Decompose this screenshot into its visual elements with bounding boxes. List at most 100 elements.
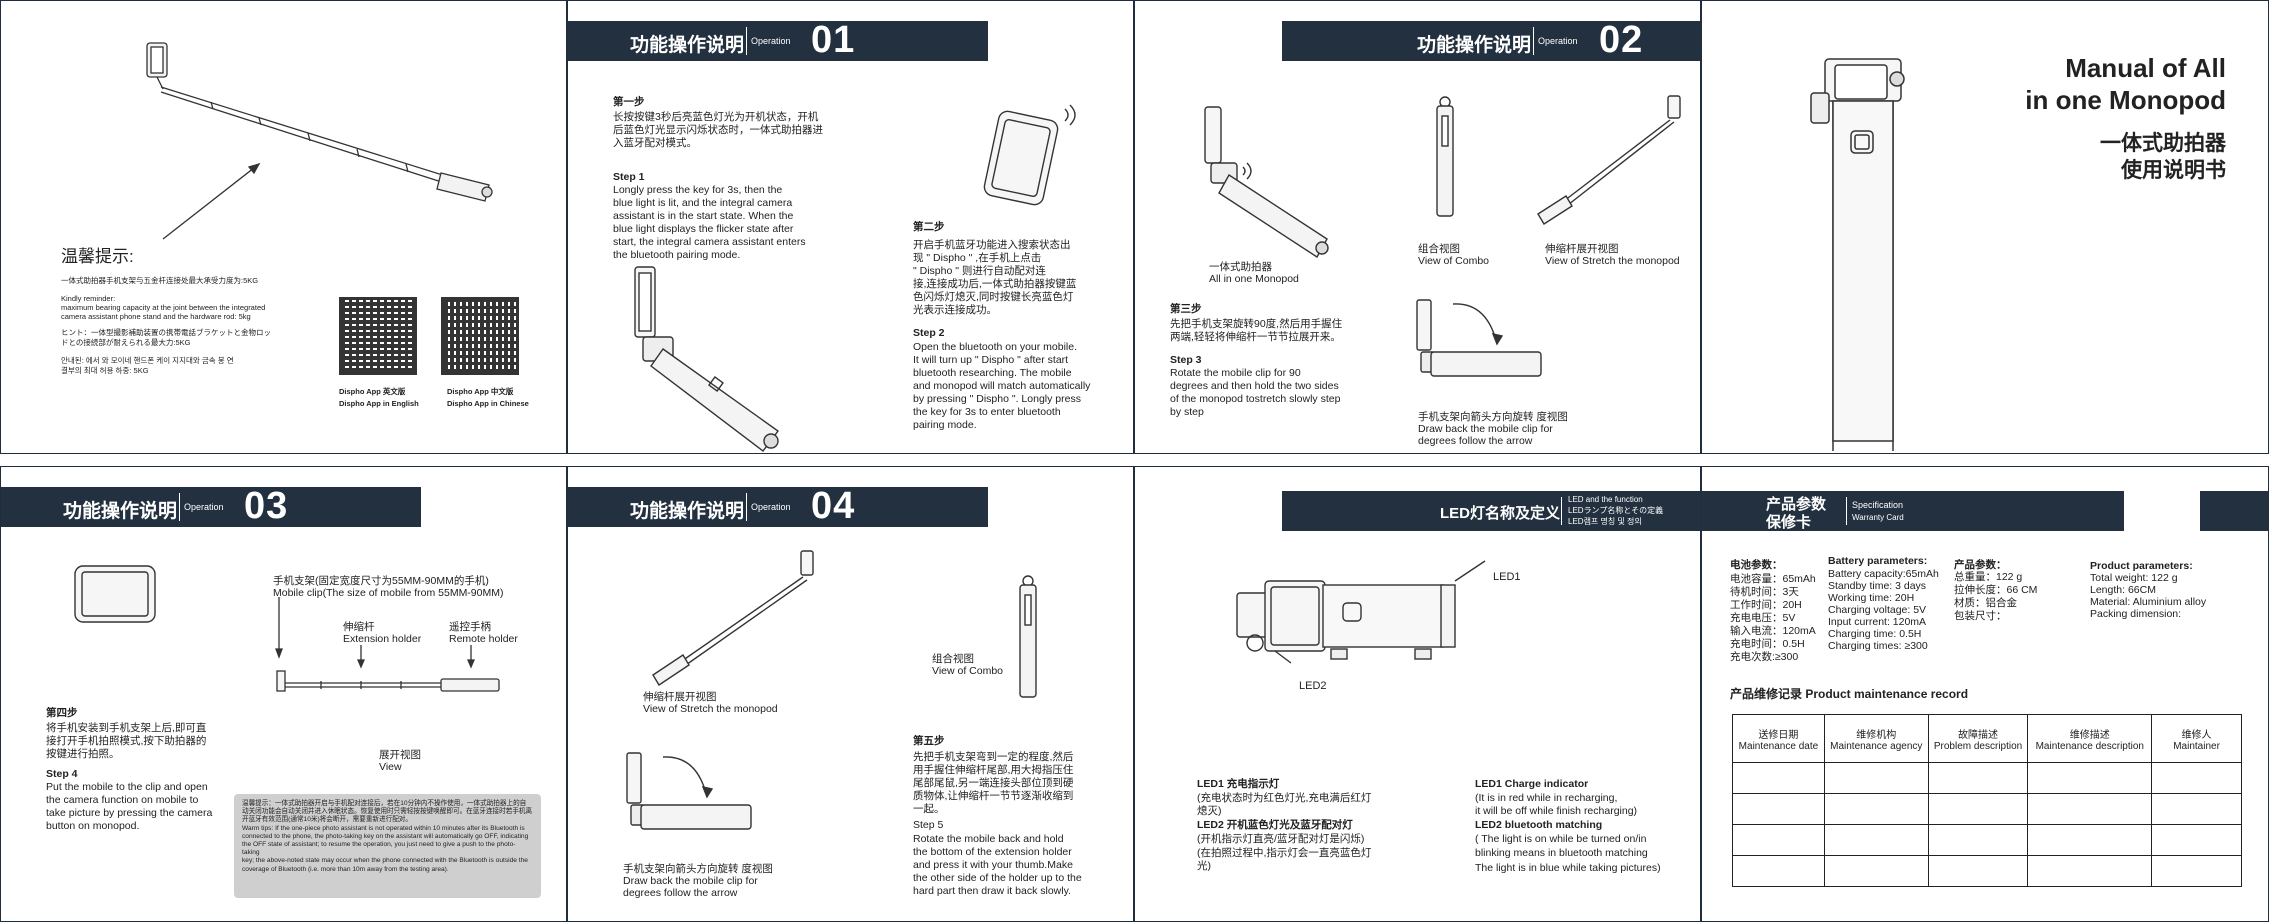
step2-cn-line: 开启手机蓝牙功能进入搜索状态出 [913, 239, 1071, 251]
warn-en-line: Warm tips: If the one-piece photo assist… [242, 824, 525, 832]
warn-cn-line: 动关闭功能会自动关闭并进入休眠状态。恢复使用时只需轻按按键唤醒即可。在蓝牙连接时… [242, 808, 533, 816]
cover-title-cn-2: 使用说明书 [2121, 159, 2226, 182]
table-cell[interactable] [1732, 824, 1825, 856]
rotate-clip-illustration [626, 752, 752, 830]
operation-header-bar: 功能操作说明 Operation 03 [1, 485, 421, 527]
header-cn: 故障描述 [1958, 729, 1999, 741]
step3-cn-line: 先把手机支架旋转90度,然后用手握住 [1170, 318, 1343, 330]
rotate-clip-illustration [1416, 299, 1542, 377]
table-cell[interactable] [1823, 824, 1929, 856]
step2-cn-title: 第二步 [913, 221, 945, 233]
warn-en-line: coverage of Bluetooth (i.e. more than 10… [242, 865, 449, 873]
header-cn: 维修描述 [2069, 729, 2110, 741]
panel-operation-01: 功能操作说明 Operation 01 第一步 长按按键3秒后亮蓝色灯光为开机状… [567, 0, 1134, 454]
cover-title-en-1: Manual of All [2065, 53, 2226, 83]
table-cell[interactable] [2151, 855, 2242, 887]
table-cell[interactable] [1927, 793, 2029, 825]
table-cell[interactable] [1823, 855, 1929, 887]
step5-cn-title: 第五步 [913, 735, 945, 747]
led2-en-line: blinking means in bluetooth matching [1475, 847, 1648, 859]
step4-cn-title: 第四步 [46, 707, 78, 719]
product-en-title: Product parameters: [2090, 560, 2193, 572]
table-cell[interactable] [1732, 793, 1825, 825]
led1-en-title: LED1 Charge indicator [1475, 778, 1589, 790]
product-en-line: Material: Aluminium alloy [2090, 596, 2207, 608]
table-cell[interactable] [1732, 855, 1825, 887]
step3-en-line: degrees and then hold the two sides [1170, 380, 1339, 392]
tip-jp-1: ヒント：一体型撮影補助装置の携帯電話ブラケットと金物ロッ [61, 328, 271, 337]
tip-en-3: camera assistant phone stand and the har… [61, 312, 251, 321]
product-en-line: Length: 66CM [2090, 584, 2156, 596]
step4-cn-line: 接打开手机拍照模式,按下助拍器的 [46, 735, 207, 747]
table-cell[interactable] [2027, 824, 2153, 856]
rotate-en-line: degrees follow the arrow [623, 887, 738, 899]
label-stretch-en: View of Stretch the monopod [1545, 255, 1680, 267]
step1-en-line: the bluetooth pairing mode. [613, 249, 741, 261]
header-en: Problem description [1933, 740, 2023, 752]
table-cell[interactable] [2027, 762, 2153, 794]
step5-en-line: Rotate the mobile back and hold [913, 833, 1064, 845]
panel-operation-03: 功能操作说明 Operation 03 手机支架(固定宽度尺寸为55MM-90M… [0, 466, 567, 922]
led2-cn-line: (在拍照过程中,指示灯会一直亮蓝色灯 [1197, 847, 1372, 859]
table-cell[interactable] [2151, 824, 2242, 856]
rotate-cn: 手机支架向箭头方向旋转 度视图 [623, 863, 773, 875]
combo-view-illustration [1436, 96, 1454, 217]
led-header-title: LED灯名称及定义 [1440, 505, 1561, 522]
battery-cn-line: 工作时间：20H [1730, 599, 1802, 611]
spec-header-en-2: Warranty Card [1852, 513, 1904, 522]
led1-en-line: it will be off while finish recharging) [1475, 805, 1638, 817]
table-cell[interactable] [2151, 793, 2242, 825]
label-stretch-cn: 伸缩杆展开视图 [1545, 243, 1619, 255]
stretch-cn: 伸缩杆展开视图 [643, 691, 717, 703]
tip-kr-2: 결부의 최대 허용 하중: 5KG [61, 366, 149, 375]
table-cell[interactable] [1927, 824, 2029, 856]
battery-cn-line: 充电电压：5V [1730, 612, 1796, 624]
warn-cn-line: 温馨提示：一体式助拍器开启与手机配对连接后，若在10分钟内不操作使用，一体式助拍… [242, 800, 527, 807]
product-cn-line: 材质：铝合金 [1954, 597, 2017, 609]
table-cell[interactable] [2027, 793, 2153, 825]
stretch-view-illustration [1537, 95, 1681, 225]
table-cell[interactable] [1823, 793, 1929, 825]
battery-cn-line: 待机时间：3天 [1730, 586, 1799, 598]
led2-cn-line: 光) [1197, 860, 1211, 872]
header-title: 功能操作说明 [630, 501, 745, 522]
spec-header-title-1: 产品参数 [1766, 496, 1827, 513]
table-cell[interactable] [2151, 762, 2242, 794]
warn-en-line: the OFF state of assistant; to resume th… [242, 841, 516, 857]
step3-en-title: Step 3 [1170, 354, 1202, 366]
warn-en-line: key; the above-noted state may occur whe… [242, 857, 528, 865]
step4-en-line: button on monopod. [46, 820, 140, 832]
table-cell[interactable] [1823, 762, 1929, 794]
battery-cn-line: 充电时间：0.5H [1730, 638, 1805, 650]
step5-en-line: the other side of the holder up to the [913, 872, 1082, 884]
header-cn: 送修日期 [1758, 729, 1799, 741]
product-en-line: Packing dimension: [2090, 608, 2182, 620]
operation-header-bar: 功能操作说明 Operation 01 [568, 19, 988, 61]
ext-cn: 伸缩杆 [343, 621, 375, 633]
maintenance-record-title: 产品维修记录 Product maintenance record [1730, 687, 1969, 701]
table-cell[interactable] [1732, 762, 1825, 794]
step4-en-line: the camera function on mobile to [46, 794, 199, 806]
table-cell[interactable] [1927, 855, 2029, 887]
table-row [1732, 762, 2242, 794]
rotate-cn: 手机支架向箭头方向旋转 度视图 [1418, 411, 1568, 423]
label-combo-cn: 组合视图 [1418, 243, 1460, 255]
step1-en-title: Step 1 [613, 171, 645, 183]
step4-en-line: Put the mobile to the clip and open [46, 781, 208, 793]
step4-cn-line: 将手机安装到手机支架上后,即可直 [46, 722, 207, 734]
tip-en-1: Kindly reminder: [61, 294, 116, 303]
battery-en-line: Charging time: 0.5H [1828, 628, 1922, 640]
step2-en-line: pairing mode. [913, 419, 977, 431]
led2-en-line: The light is in blue while taking pictur… [1475, 862, 1661, 874]
step5-cn-line: 用手握住伸缩杆尾部,用大拇指压住 [913, 764, 1074, 776]
combo-en: View of Combo [932, 665, 1004, 677]
label-all-en: All in one Monopod [1209, 273, 1299, 285]
spec-header-title-2: 保修卡 [1766, 514, 1812, 531]
battery-en-line: Standby time: 3 days [1828, 580, 1927, 592]
step1-cn-title: 第一步 [613, 96, 645, 108]
table-cell[interactable] [2027, 855, 2153, 887]
qr2-label-cn: Dispho App 中文版 [447, 387, 514, 396]
table-cell[interactable] [1927, 762, 2029, 794]
led-header-en: LED and the function [1568, 495, 1643, 504]
